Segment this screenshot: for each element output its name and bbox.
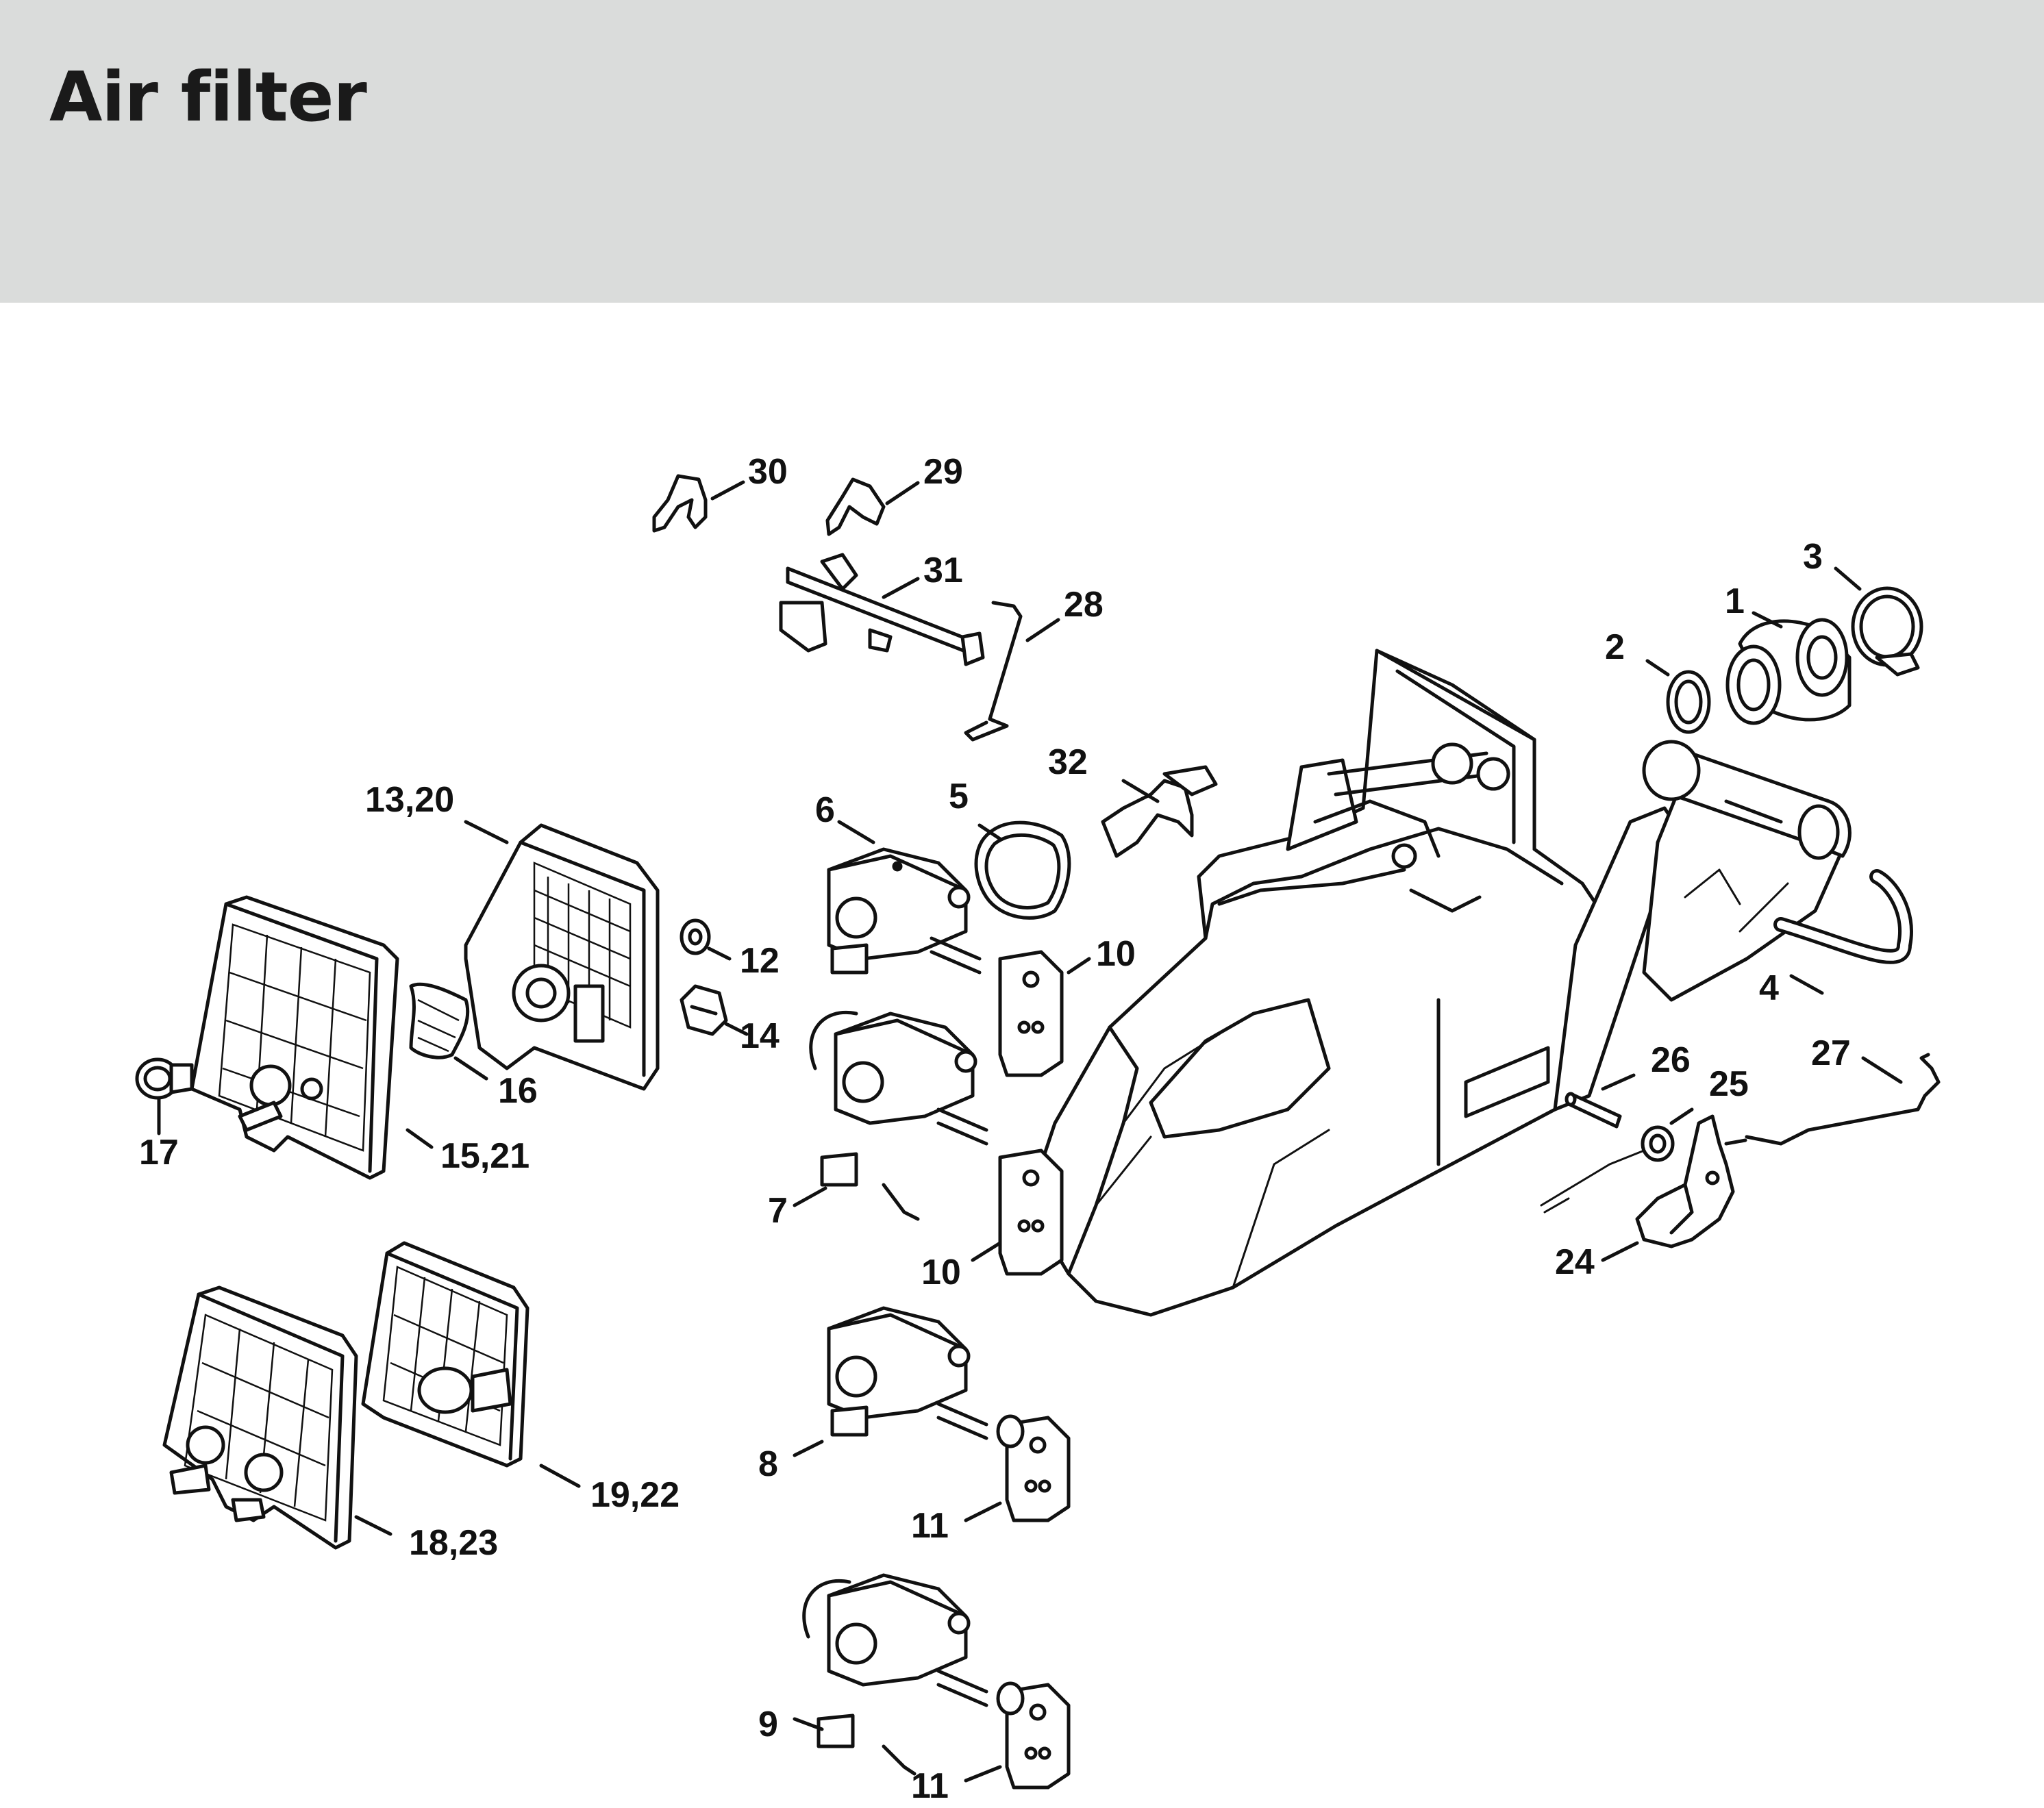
header-band [0, 0, 2044, 303]
gasket-10-lower [998, 1148, 1064, 1276]
callout-18-23: 18,23 [409, 1523, 498, 1563]
carburetor-8 [827, 1306, 988, 1440]
callout-13-20: 13,20 [365, 780, 454, 820]
lever-24 [1635, 1114, 1735, 1248]
callout-26: 26 [1651, 1040, 1691, 1080]
main-housing [1025, 649, 1852, 1317]
callout-7: 7 [768, 1191, 788, 1231]
nut-12 [680, 918, 711, 955]
gasket-11-lower [996, 1681, 1071, 1790]
callout-32: 32 [1048, 742, 1088, 782]
callout-12: 12 [740, 941, 780, 981]
callout-labels: 30 29 31 28 3 1 2 32 13,20 5 6 12 10 14 … [139, 452, 1851, 1806]
pin-26 [1565, 1092, 1622, 1129]
shaft-31 [779, 553, 985, 666]
callout-15-21: 15,21 [440, 1136, 529, 1176]
callout-10-lower: 10 [921, 1253, 961, 1292]
carburetor-9 [802, 1573, 988, 1776]
clip-25 [1641, 1125, 1675, 1162]
carburetor-6 [827, 847, 982, 975]
rod-27 [1724, 1053, 1941, 1146]
hose-4 [1773, 869, 1913, 964]
callout-5: 5 [949, 777, 969, 816]
intake-flange-1 [1725, 618, 1852, 725]
gasket-10-upper [998, 950, 1064, 1077]
ring-2 [1666, 670, 1711, 734]
page-title: Air filter [49, 57, 367, 137]
callout-6: 6 [815, 790, 835, 830]
callout-8: 8 [758, 1444, 778, 1484]
callout-4: 4 [1759, 968, 1779, 1008]
foam-16 [409, 982, 470, 1059]
callout-19-22: 19,22 [590, 1475, 680, 1515]
callout-11-lower: 11 [911, 1766, 949, 1806]
leader-lines [157, 480, 1903, 1783]
callout-29: 29 [923, 452, 963, 492]
callout-10-upper: 10 [1096, 934, 1136, 974]
callout-24: 24 [1555, 1242, 1595, 1282]
callout-27: 27 [1811, 1033, 1851, 1073]
callout-11-upper: 11 [911, 1506, 949, 1546]
air-filter-18-23 [162, 1285, 358, 1550]
callout-14: 14 [740, 1016, 780, 1056]
gasket-5 [974, 820, 1071, 920]
callout-31: 31 [923, 551, 963, 590]
air-filter-15-21 [190, 895, 399, 1180]
air-filter-19-22 [361, 1241, 529, 1468]
lever-32 [1101, 765, 1218, 858]
rod-28 [964, 601, 1023, 742]
knob-17 [135, 1057, 194, 1100]
carburetor-7 [809, 1011, 988, 1221]
callout-28: 28 [1064, 585, 1104, 625]
grommet-14 [680, 984, 728, 1036]
gasket-11-upper [996, 1414, 1071, 1522]
callout-30: 30 [748, 452, 788, 492]
callout-2: 2 [1605, 627, 1625, 667]
lever-30 [652, 474, 708, 533]
callout-17: 17 [139, 1133, 179, 1172]
callout-9: 9 [758, 1705, 778, 1744]
linkage-dash [1540, 1149, 1645, 1214]
callout-25: 25 [1709, 1064, 1749, 1104]
callout-1: 1 [1725, 581, 1745, 621]
clamp-3 [1851, 586, 1923, 677]
lever-29 [825, 477, 886, 536]
callout-3: 3 [1803, 537, 1823, 577]
callout-16: 16 [498, 1071, 538, 1111]
air-filter-13-20 [464, 823, 660, 1091]
